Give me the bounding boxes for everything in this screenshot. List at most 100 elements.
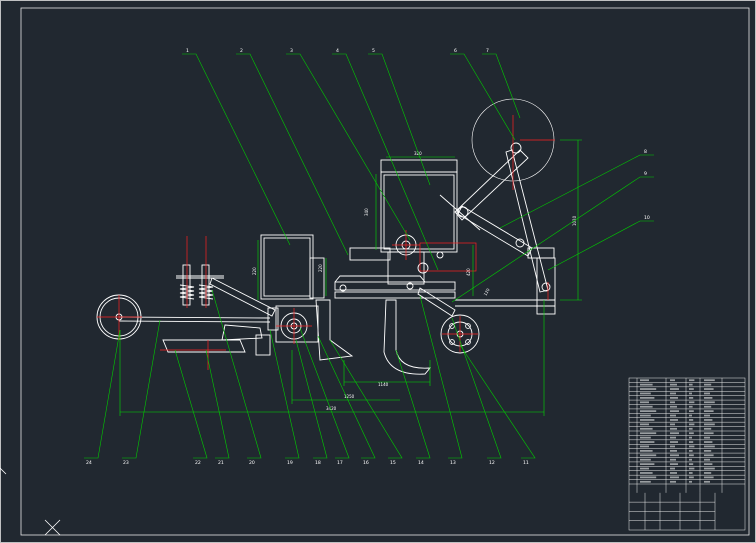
spring-rods — [176, 264, 224, 306]
parts-list-cell-text — [689, 476, 694, 479]
parts-list-cell-text — [670, 458, 676, 461]
main-frame-beam — [334, 281, 456, 291]
rear-linkage-arm — [209, 277, 276, 317]
parts-list-cell-text — [689, 414, 692, 417]
parts-list-cell-text — [704, 480, 710, 483]
parts-list-cell-text — [689, 392, 692, 395]
parts-list-cell-text — [640, 467, 649, 470]
parts-list-cell-text — [689, 467, 695, 470]
parts-list-cell-text — [640, 476, 657, 479]
parts-list-cell-text — [704, 476, 714, 479]
parts-list-cell-text — [689, 458, 692, 461]
callout-11: 11 — [523, 460, 529, 466]
parts-list-cell-text — [640, 458, 651, 461]
hitch-bracket — [536, 257, 556, 315]
parts-list-cell-text — [689, 388, 694, 390]
parts-list-cell-text — [704, 392, 710, 395]
parts-list-cell-text — [689, 454, 694, 457]
parts-list-cell-text — [689, 472, 693, 474]
callout-labels-bottom: 24 23 22 21 20 19 18 17 16 15 14 13 12 1… — [86, 460, 529, 466]
parts-list-cell-text — [704, 410, 714, 413]
parts-list-cell-text — [689, 449, 693, 452]
parts-list-cell-text — [670, 405, 677, 408]
parts-list-cell-text — [704, 454, 714, 457]
callout-17: 17 — [337, 460, 343, 466]
parts-list-cell-text — [670, 454, 679, 457]
callout-20: 20 — [249, 460, 255, 466]
callout-14: 14 — [418, 460, 424, 466]
parts-list-cell-text — [704, 396, 713, 399]
parts-list-cell-text — [640, 379, 649, 382]
parts-list-cell-text — [640, 392, 651, 395]
parts-list-cell-text — [689, 432, 694, 435]
parts-list-cell-text — [704, 449, 712, 452]
parts-list-cell-text — [640, 401, 649, 404]
parts-list-cell-text — [670, 432, 679, 435]
parts-list-cell-text — [670, 463, 678, 466]
parts-list-cell-text — [689, 379, 695, 382]
parts-list-cell-text — [704, 427, 712, 430]
callout-6: 6 — [454, 48, 457, 54]
parts-list-cell-text — [640, 472, 653, 474]
parts-list-cell-text — [640, 423, 649, 426]
parts-list-cell-text — [640, 480, 651, 483]
parts-list-cell-text — [689, 480, 692, 483]
parts-list-cell-text — [704, 467, 715, 470]
parts-list-cell-text — [704, 441, 713, 443]
parts-list-cell-text — [640, 445, 649, 448]
parts-list-cell-text — [640, 396, 655, 399]
dim-overall-length: 3420 — [326, 406, 337, 411]
parts-list-cell-text — [689, 405, 693, 408]
parts-list-cell-text — [704, 432, 714, 435]
parts-list-cell-text — [704, 419, 713, 421]
dim-lower-width: 1250 — [344, 394, 355, 399]
parts-list-cell-text — [689, 463, 694, 466]
parts-list-cell-text — [670, 445, 675, 448]
parts-list-cell-text — [640, 419, 655, 421]
parts-list-cell-text — [689, 445, 695, 448]
parts-list-cell-text — [640, 427, 653, 430]
parts-list-cell-text — [689, 396, 694, 399]
callout-22: 22 — [195, 460, 201, 466]
callout-10: 10 — [644, 215, 650, 221]
mast — [505, 149, 549, 293]
parts-list-cell-text — [670, 480, 676, 483]
main-hopper — [380, 171, 458, 253]
parts-list-cell-text — [670, 419, 678, 421]
parts-list-cell-text — [670, 427, 677, 430]
parts-list-entries — [640, 379, 715, 483]
dim-opener-width: 1140 — [378, 382, 389, 387]
parts-list-cell-text — [670, 379, 675, 382]
parts-list-cell-text — [640, 441, 655, 443]
ucs-crosshair-icon — [0, 467, 61, 536]
dim-box-height: 220 — [252, 267, 257, 275]
dim-frame-height: 420 — [466, 268, 471, 276]
callout-4: 4 — [336, 48, 339, 54]
parts-list-cell-text — [704, 463, 713, 466]
parts-list-cell-text — [689, 419, 694, 421]
parts-list-cell-text — [670, 472, 677, 474]
parts-list-cell-text — [640, 405, 653, 408]
parts-list-cell-text — [689, 423, 695, 426]
parts-list-cell-text — [704, 472, 712, 474]
callout-3: 3 — [290, 48, 293, 54]
callout-15: 15 — [390, 460, 396, 466]
callout-7: 7 — [486, 48, 489, 54]
opener-shank-front — [315, 299, 354, 361]
seed-box — [260, 234, 314, 300]
dimension-lines — [119, 139, 582, 416]
callout-24: 24 — [86, 460, 92, 466]
parts-list-cell-text — [670, 441, 678, 443]
rear-bracket — [162, 339, 246, 353]
callout-8: 8 — [644, 149, 647, 155]
parts-list-cell-text — [670, 396, 678, 399]
parts-list-cell-text — [670, 449, 677, 452]
dimension-texts: 320 340 220 220 420 1010 1140 1250 3420 … — [252, 151, 577, 411]
parts-list-cell-text — [689, 427, 693, 430]
parts-list-cell-text — [704, 388, 714, 390]
dim-hopper-width: 320 — [414, 151, 422, 156]
parts-list-cell-text — [640, 436, 651, 439]
callout-12: 12 — [489, 460, 495, 466]
parts-list-cell-text — [640, 454, 657, 457]
